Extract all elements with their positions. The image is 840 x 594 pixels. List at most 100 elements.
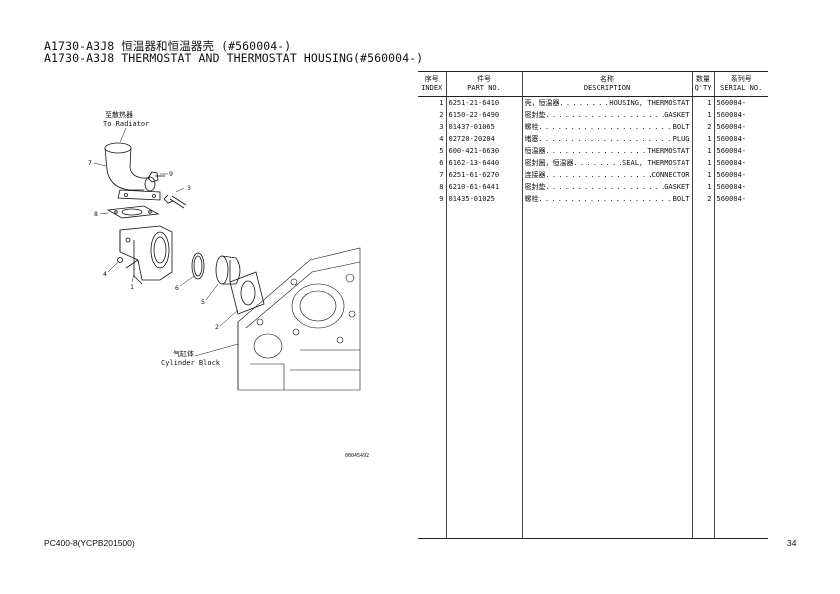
footer-model: PC400-8(YCPB201500) — [44, 538, 135, 548]
callout-7: 7 — [88, 159, 92, 167]
table-bottom-rule — [418, 538, 768, 539]
bolt-nine-part — [147, 171, 165, 183]
table-filler-row — [418, 204, 768, 538]
page-title-english: A1730-A3J8 THERMOSTAT AND THERMOSTAT HOU… — [44, 51, 424, 65]
cell-part-no: 6251-21-6410 — [445, 96, 522, 109]
cell-index: 5 — [439, 146, 444, 155]
dot-leader — [539, 121, 673, 133]
cell-part-no: 01437-01065 — [445, 120, 522, 133]
cell-serial-no: 560004- — [713, 120, 768, 133]
callout-1: 1 — [130, 283, 134, 291]
cell-description: 密封垫GASKET — [521, 180, 692, 193]
cell-serial-no: 560004- — [713, 132, 768, 145]
cylinder-block — [237, 247, 361, 391]
cell-quantity: 1 — [691, 180, 714, 193]
housing-part — [119, 225, 173, 285]
label-block-en: Cylinder Block — [161, 359, 221, 367]
bolt-three-part — [163, 194, 187, 209]
gasket-two-part — [229, 271, 265, 315]
description-cn: 螺栓 — [524, 194, 539, 203]
connector-part — [104, 142, 161, 201]
cell-serial-no: 560004- — [713, 108, 768, 121]
cell-quantity: 2 — [691, 120, 714, 133]
cell-quantity: 1 — [691, 108, 714, 121]
description-en: BOLT — [672, 122, 690, 131]
description-cn: 壳，恒温器 — [524, 98, 560, 107]
cell-index: 2 — [439, 110, 444, 119]
callout-8: 8 — [94, 210, 98, 218]
cell-quantity: 1 — [691, 168, 714, 181]
label-radiator-en: To Radiator — [103, 120, 150, 128]
leader-lines — [93, 127, 239, 357]
callout-2: 2 — [215, 323, 219, 331]
cell-part-no: 6210-61-6441 — [445, 180, 522, 193]
description-en: PLUG — [672, 134, 690, 143]
cell-quantity: 1 — [691, 144, 714, 157]
cell-serial-no: 560004- — [713, 156, 768, 169]
description-cn: 密封垫 — [524, 182, 546, 191]
description-en: GASKET — [664, 110, 690, 119]
label-block-cn: 气缸体 — [173, 350, 194, 358]
cell-description: 恒温器 THERMOSTAT — [521, 144, 692, 157]
description-en: HOUSING, THERMOSTAT — [609, 98, 690, 107]
gasket-eight-part — [106, 205, 160, 219]
description-cn: 堵塞 — [524, 134, 539, 143]
description-en: SEAL, THERMOSTAT — [622, 158, 690, 167]
description-cn: 连接器 — [524, 170, 546, 179]
cell-index: 8 — [439, 182, 444, 191]
description-cn: 恒温器 — [524, 146, 546, 155]
cell-quantity: 2 — [691, 192, 714, 205]
cell-part-no: 600-421-6630 — [445, 144, 522, 157]
cell-description: 螺栓 BOLT — [521, 192, 692, 205]
diagram-drawing — [93, 127, 361, 391]
callout-6: 6 — [175, 284, 179, 292]
cell-description: 密封垫GASKET — [521, 108, 692, 121]
cell-part-no: 01435-01025 — [445, 192, 522, 205]
dot-leader — [539, 193, 673, 205]
dot-leader — [560, 97, 610, 109]
seal-part — [191, 252, 205, 280]
cell-index: 1 — [439, 98, 444, 107]
description-en: BOLT — [672, 194, 690, 203]
thermostat-part — [215, 255, 241, 285]
cell-description: 壳，恒温器 HOUSING, THERMOSTAT — [521, 96, 692, 109]
table-top-rule — [418, 71, 768, 72]
cell-quantity: 1 — [691, 156, 714, 169]
page-title-chinese: A1730-A3J8 恒温器和恒温器壳 (#560004-) — [44, 39, 292, 53]
cell-serial-no: 560004- — [713, 144, 768, 157]
cell-serial-no: 560004- — [713, 168, 768, 181]
callout-9: 9 — [169, 170, 173, 178]
cell-quantity: 1 — [691, 132, 714, 145]
cell-serial-no: 560004- — [713, 180, 768, 193]
dot-leader — [539, 133, 673, 145]
cell-description: 连接器CONNECTOR — [521, 168, 692, 181]
dot-leader — [546, 169, 652, 181]
description-cn: 密封圈，恒温器 — [524, 158, 574, 167]
cell-description: 螺栓BOLT — [521, 120, 692, 133]
cell-serial-no: 560004- — [713, 96, 768, 109]
cell-part-no: 6162-13-6440 — [445, 156, 522, 169]
page-number: 34 — [787, 538, 797, 548]
cell-index: 9 — [439, 194, 444, 203]
description-en: THERMOSTAT — [647, 146, 690, 155]
cell-index: 6 — [439, 158, 444, 167]
dot-leader — [546, 181, 665, 193]
cell-description: 密封圈，恒温器 SEAL, THERMOSTAT — [521, 156, 692, 169]
cell-quantity: 1 — [691, 96, 714, 109]
cell-index: 4 — [439, 134, 444, 143]
figure-number: 00045492 — [345, 453, 370, 459]
